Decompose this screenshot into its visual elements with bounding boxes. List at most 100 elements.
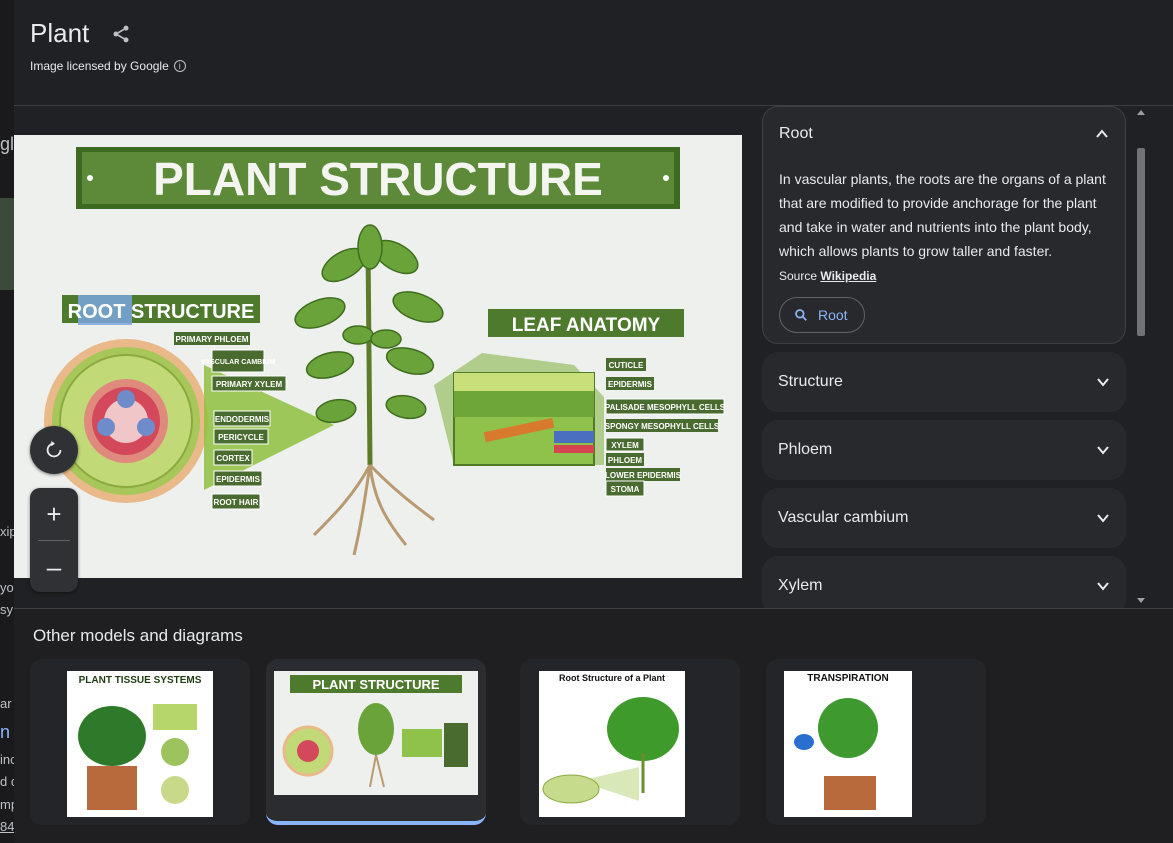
bg-text-fragment: sy [0,602,13,617]
root-label: EPIDERMIS [216,475,261,484]
rotate-button[interactable] [30,426,78,474]
leaf-label: LOWER EPIDERMIS [605,471,682,480]
detail-card-title: Structure [778,373,843,390]
root-label: VASCULAR CAMBIUM [201,359,275,366]
plant-structure-diagram: PLANT STRUCTURE ROOT STRUCTURE [44,147,726,556]
zoom-controls: + – [30,488,78,592]
chevron-up-icon[interactable] [1095,127,1109,141]
root-label: PERICYCLE [218,433,264,442]
root-label: PRIMARY PHLOEM [176,335,249,344]
search-icon [795,309,807,321]
search-chip-label: Root [818,307,848,323]
license-line: Image licensed by Google i [30,59,186,73]
detail-card-title: Phloem [778,441,833,458]
leaf-label: EPIDERMIS [608,380,653,389]
share-icon[interactable] [111,24,131,44]
bg-text-fragment: gl [0,134,14,154]
thumbnail-caption: TRANSPIRATION [807,673,889,684]
chevron-down-icon [1097,514,1109,523]
license-text: Image licensed by Google [30,59,169,73]
chevron-down-icon [1097,446,1109,455]
plant-leaves [294,224,444,424]
bg-thumbnail [0,198,14,290]
bg-text-fragment: d c [0,774,14,789]
thumbnail-art [542,697,679,804]
panel-header: Plant Image licensed by Google i [30,18,186,73]
thumbnail-caption: PLANT TISSUE SYSTEMS [78,675,202,686]
root-label: ENDODERMIS [215,415,270,424]
knowledge-panel: Plant Image licensed by Google i PLA [14,0,1173,843]
leaf-label: SPONGY MESOPHYLL CELLS [605,422,720,431]
thumbnail-image: Root Structure of a Plant [539,671,685,817]
background-page-strip: gl xip yo sy ar n inc d c mp 84 [0,0,14,843]
plant-roots [312,463,435,556]
related-thumbnail[interactable]: PLANT TISSUE SYSTEMS [30,659,250,825]
banner-inner [82,152,674,204]
root-label: ROOT HAIR [214,498,259,507]
source-line: Source Wikipedia [779,269,1109,283]
banner-title: PLANT STRUCTURE [153,153,603,205]
thumbnail-art [794,698,878,810]
detail-card-title: Vascular cambium [778,509,909,526]
scroll-down-arrow-icon[interactable] [1137,598,1145,603]
bg-text-fragment: xip [0,524,14,539]
root-label: PRIMARY XYLEM [216,380,283,389]
side-scrollbar[interactable] [1136,106,1146,608]
detail-card-vascular-cambium[interactable]: Vascular cambium [762,488,1126,548]
leaf-anatomy-title: LEAF ANATOMY [512,315,661,336]
leaf-label: CUTICLE [609,361,644,370]
root-label: CORTEX [216,454,250,463]
detail-card-structure[interactable]: Structure [762,352,1126,412]
thumbnail-image: PLANT TISSUE SYSTEMS [67,671,213,817]
thumbnail-art: PLANT STRUCTURE [282,675,468,788]
search-chip[interactable]: Root [779,297,865,333]
page-title: Plant [30,18,90,48]
related-thumbnail-selected[interactable]: PLANT STRUCTURE [266,659,486,825]
bg-text-fragment: inc [0,752,14,767]
bg-text-fragment: yo [0,580,14,595]
bg-text-fragment: ar [0,696,12,711]
source-link[interactable]: Wikipedia [820,269,877,283]
detail-card-title: Xylem [778,577,823,594]
thumbnail-caption: Root Structure of a Plant [558,673,665,683]
leaf-label: XYLEM [611,441,639,450]
source-label: Source [779,269,818,283]
bg-text-fragment: mp [0,797,14,812]
detail-card-title: Root [779,125,813,142]
chevron-down-icon [1097,582,1109,591]
detail-card-xylem[interactable]: Xylem [762,556,1126,608]
divider [14,105,1173,106]
diagram-image[interactable]: PLANT STRUCTURE ROOT STRUCTURE [14,135,742,578]
detail-card-header[interactable]: Root [779,125,1109,143]
related-thumbnail[interactable]: Root Structure of a Plant [520,659,740,825]
thumbnail-image: TRANSPIRATION [784,671,912,817]
zoom-in-button[interactable]: + [46,498,62,529]
info-icon[interactable]: i [173,60,186,72]
thumbnail-image: PLANT STRUCTURE [274,671,478,795]
leaf-label: PALISADE MESOPHYLL CELLS [605,403,726,412]
chevron-down-icon [1097,378,1109,387]
divider [14,608,1173,609]
detail-card-phloem[interactable]: Phloem [762,420,1126,480]
scroll-thumb[interactable] [1137,148,1145,336]
zoom-out-button[interactable]: – [46,551,62,582]
bg-link-fragment: n [0,722,11,742]
diagram-viewer[interactable]: PLANT STRUCTURE ROOT STRUCTURE [14,106,756,608]
related-diagrams-section: Other models and diagrams PLANT TISSUE S… [14,609,1173,843]
entity-details-list: Root In vascular plants, the roots are t… [762,106,1126,608]
detail-description: In vascular plants, the roots are the or… [779,171,1106,259]
detail-card-root: Root In vascular plants, the roots are t… [762,106,1126,344]
scroll-up-arrow-icon[interactable] [1137,110,1145,115]
leaf-label: STOMA [611,485,640,494]
bg-text-fragment: 84 [0,819,14,834]
zoom-separator [38,540,70,541]
root-structure-title: ROOT STRUCTURE [68,301,255,323]
thumbnail-art [78,704,197,810]
leaf-label: PHLOEM [608,456,643,465]
related-thumbnail[interactable]: TRANSPIRATION [766,659,986,825]
leaf-title-bar [488,309,684,337]
related-section-title: Other models and diagrams [33,626,243,645]
thumbnail-caption: PLANT STRUCTURE [312,677,439,692]
rotate-icon [46,440,62,458]
